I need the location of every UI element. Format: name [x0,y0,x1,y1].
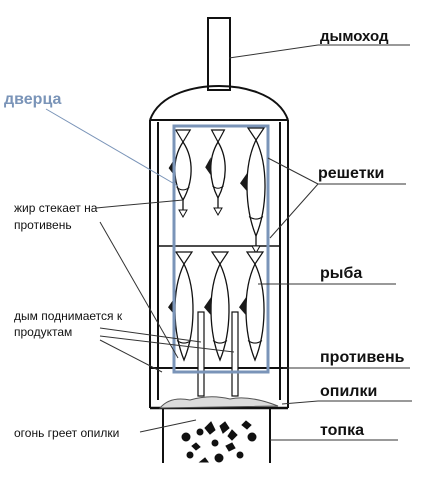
fish-icon [239,251,265,362]
fire-icon [181,420,257,463]
fish-group [168,127,266,362]
fish-icon [240,127,266,238]
smoke-arrow-icon [197,311,239,397]
chimney-icon [207,17,231,91]
fire-label: огонь греет опилки [14,426,119,440]
door-label: дверца [4,91,61,108]
sawdust-label: опилки [320,383,377,400]
fish-icon [204,251,230,362]
drip-arrow-icon [213,198,223,217]
fish-label: рыба [320,265,362,282]
drip-arrow-icon [251,236,261,255]
firebox-label: топка [320,422,364,439]
fat-label-line2: противень [14,218,72,232]
fat-label-line1: жир стекает на [14,201,98,215]
tray-label: противень [320,349,405,366]
drip-arrow-icon [178,200,188,219]
chimney-label: дымоход [320,28,389,45]
smoke-label-line2: продуктам [14,325,72,339]
fish-icon [168,251,194,362]
leader-lines [45,44,412,441]
fish-icon [205,129,226,200]
door-frame [172,124,270,374]
grates-label: решетки [318,165,384,182]
fish-icon [168,129,192,202]
smoke-label-line1: дым поднимается к [14,309,123,323]
sawdust-pile [158,396,279,409]
